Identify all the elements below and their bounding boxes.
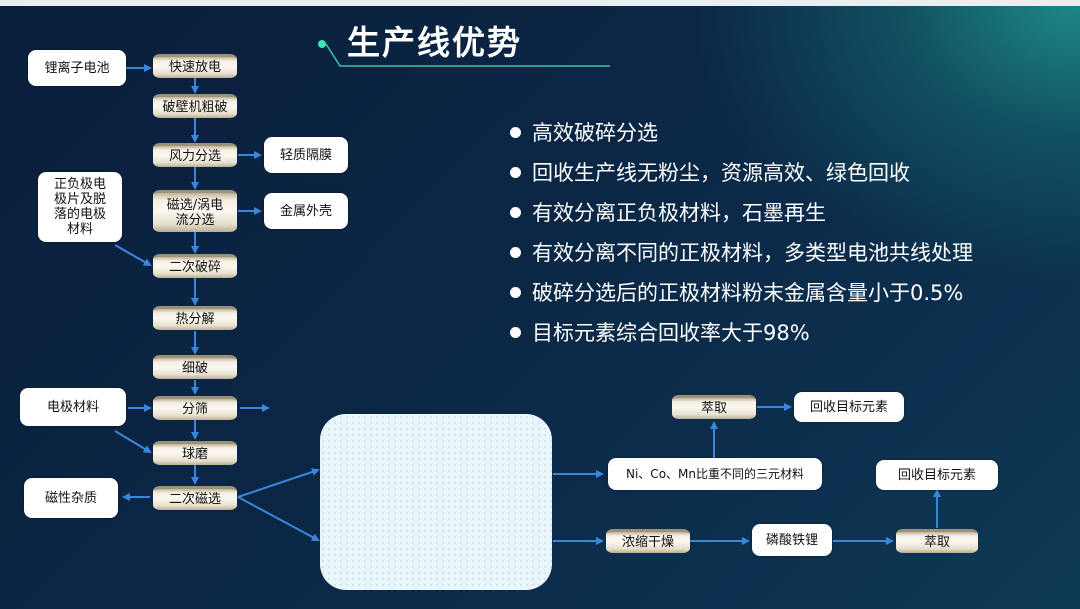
li-battery-box: 锂离子电池 (28, 50, 126, 86)
advantages-list: 高效破碎分选 回收生产线无粉尘，资源高效、绿色回收 有效分离正负极材料，石墨再生… (510, 118, 973, 358)
ternary-material-box: Ni、Co、Mn比重不同的三元材料 (608, 458, 822, 490)
extraction-top-step: 萃取 (672, 395, 756, 419)
top-bar (0, 0, 1080, 6)
fast-discharge-step: 快速放电 (153, 54, 237, 78)
advantage-item: 高效破碎分选 (510, 118, 973, 158)
secondary-crush-step: 二次破碎 (153, 254, 237, 278)
advantage-item: 回收生产线无粉尘，资源高效、绿色回收 (510, 158, 973, 198)
concentrate-dry-step: 浓缩干燥 (606, 529, 690, 553)
advantage-item: 有效分离正负极材料，石墨再生 (510, 198, 973, 238)
magnetic-eddy-step: 磁选/涡电流分选 (153, 190, 237, 232)
wind-sort-step: 风力分选 (153, 143, 237, 167)
electrode-flakes-box: 正负极电极片及脱落的电极材料 (38, 172, 122, 242)
extraction-bottom-step: 萃取 (896, 529, 978, 553)
recover-top-box: 回收目标元素 (794, 392, 904, 422)
wall-breaker-step: 破壁机粗破 (153, 94, 237, 118)
advantage-item: 破碎分选后的正极材料粉末金属含量小于0.5% (510, 278, 973, 318)
process-panel (320, 414, 552, 590)
recover-bottom-box: 回收目标元素 (876, 460, 998, 490)
lfp-box: 磷酸铁锂 (752, 524, 832, 556)
magnetic-impurity-box: 磁性杂质 (24, 478, 118, 518)
page-title: 生产线优势 (347, 23, 522, 62)
advantage-item: 目标元素综合回收率大于98% (510, 318, 973, 358)
secondary-magnetic-step: 二次磁选 (153, 486, 237, 510)
electrode-material-box: 电极材料 (20, 388, 126, 426)
light-membrane-box: 轻质隔膜 (264, 137, 348, 173)
title-dot-icon (318, 40, 326, 48)
ball-mill-step: 球磨 (153, 441, 237, 465)
sieving-step: 分筛 (153, 396, 237, 420)
fine-crush-step: 细破 (153, 355, 237, 379)
advantage-item: 有效分离不同的正极材料，多类型电池共线处理 (510, 238, 973, 278)
metal-shell-box: 金属外壳 (264, 193, 348, 229)
pyrolysis-step: 热分解 (153, 306, 237, 330)
